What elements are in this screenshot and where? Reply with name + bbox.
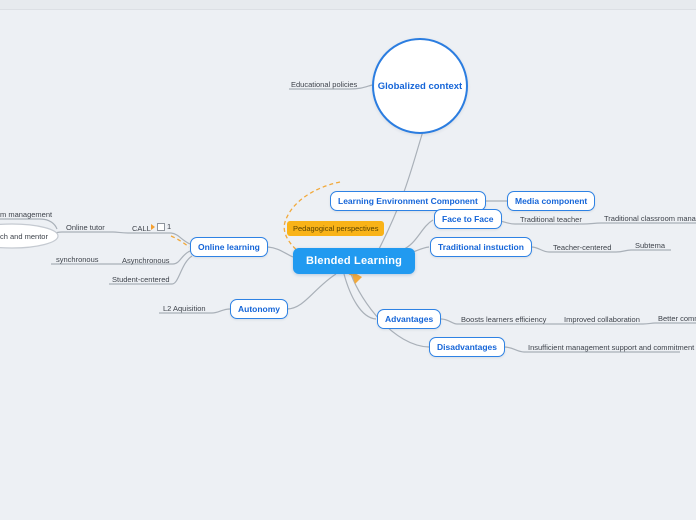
node-learning-environment-component[interactable]: Learning Environment Component	[330, 191, 486, 211]
label-asynchronous[interactable]: Asynchronous	[122, 256, 170, 265]
call-count: 1	[167, 222, 172, 231]
node-disadvantages[interactable]: Disadvantages	[429, 337, 505, 357]
node-traditional-instuction[interactable]: Traditional instuction	[430, 237, 532, 257]
node-media-component[interactable]: Media component	[507, 191, 596, 211]
link-icon[interactable]	[151, 224, 155, 230]
node-face-to-face[interactable]: Face to Face	[434, 209, 502, 229]
node-blended-learning-root[interactable]: Blended Learning	[293, 248, 416, 274]
label-improved-collaboration[interactable]: Improved collaboration	[564, 315, 640, 324]
connector-management-underline	[0, 218, 58, 230]
node-advantages[interactable]: Advantages	[377, 309, 442, 329]
label-online-tutor[interactable]: Online tutor	[66, 223, 105, 232]
node-pedagogical-perspectives[interactable]: Pedagogical perspectives	[287, 221, 385, 236]
connector-root-advantages	[343, 273, 377, 320]
connector-root-autonomy	[286, 273, 337, 310]
label-coach-and-mentor-clipped[interactable]: ch and mentor	[0, 232, 48, 241]
connector-onlinelearning-async-sync	[51, 250, 191, 265]
node-label: Globalized context	[377, 80, 463, 92]
label-educational-policies[interactable]: Educational policies	[291, 80, 358, 89]
label-subtema[interactable]: Subtema	[635, 241, 666, 250]
label-teacher-centered[interactable]: Teacher-centered	[553, 243, 612, 252]
connector-advantages-chain	[440, 318, 696, 325]
label-synchronous[interactable]: synchronous	[56, 255, 99, 264]
label-call[interactable]: CALL	[132, 224, 151, 233]
relationship-arrow-pedagogical-root[interactable]	[283, 181, 353, 276]
node-autonomy[interactable]: Autonomy	[230, 299, 289, 319]
connector-onlinelearning-studentcentered	[109, 255, 193, 285]
label-boosts-learners-efficiency[interactable]: Boosts learners efficiency	[461, 315, 547, 324]
call-badges: 1	[151, 223, 171, 231]
connector-traditional-chain	[530, 246, 671, 253]
connector-root-onlinelearning	[267, 246, 294, 258]
label-traditional-classroom-management[interactable]: Traditional classroom manageme	[604, 214, 696, 223]
label-traditional-teacher[interactable]: Traditional teacher	[520, 215, 582, 224]
label-management-clipped[interactable]: m management	[0, 210, 53, 219]
label-l2-aquisition[interactable]: L2 Aquisition	[163, 304, 206, 313]
coach-mentor-ellipse[interactable]	[0, 223, 59, 249]
label-student-centered[interactable]: Student-centered	[112, 275, 170, 284]
label-better-communication-clipped[interactable]: Better comm	[658, 314, 696, 323]
canvas-top-strip	[0, 0, 696, 10]
connector-autonomy-l2	[159, 308, 231, 314]
connector-educational-policies	[289, 84, 373, 90]
node-online-learning[interactable]: Online learning	[190, 237, 268, 257]
connector-onlinelearning-call-tutor	[49, 231, 191, 245]
label-insufficient-support[interactable]: Insufficient management support and comm…	[528, 343, 695, 352]
node-globalized-context[interactable]: Globalized context	[372, 38, 468, 134]
checkbox-icon[interactable]	[157, 223, 165, 231]
connector-disadvantages-chain	[503, 346, 680, 353]
connector-root-facetoface	[401, 219, 434, 251]
relationship-arrowhead	[351, 271, 362, 284]
relationship-arrow-call-onlinelearning[interactable]	[170, 235, 190, 248]
connector-root-globalized	[378, 127, 425, 250]
